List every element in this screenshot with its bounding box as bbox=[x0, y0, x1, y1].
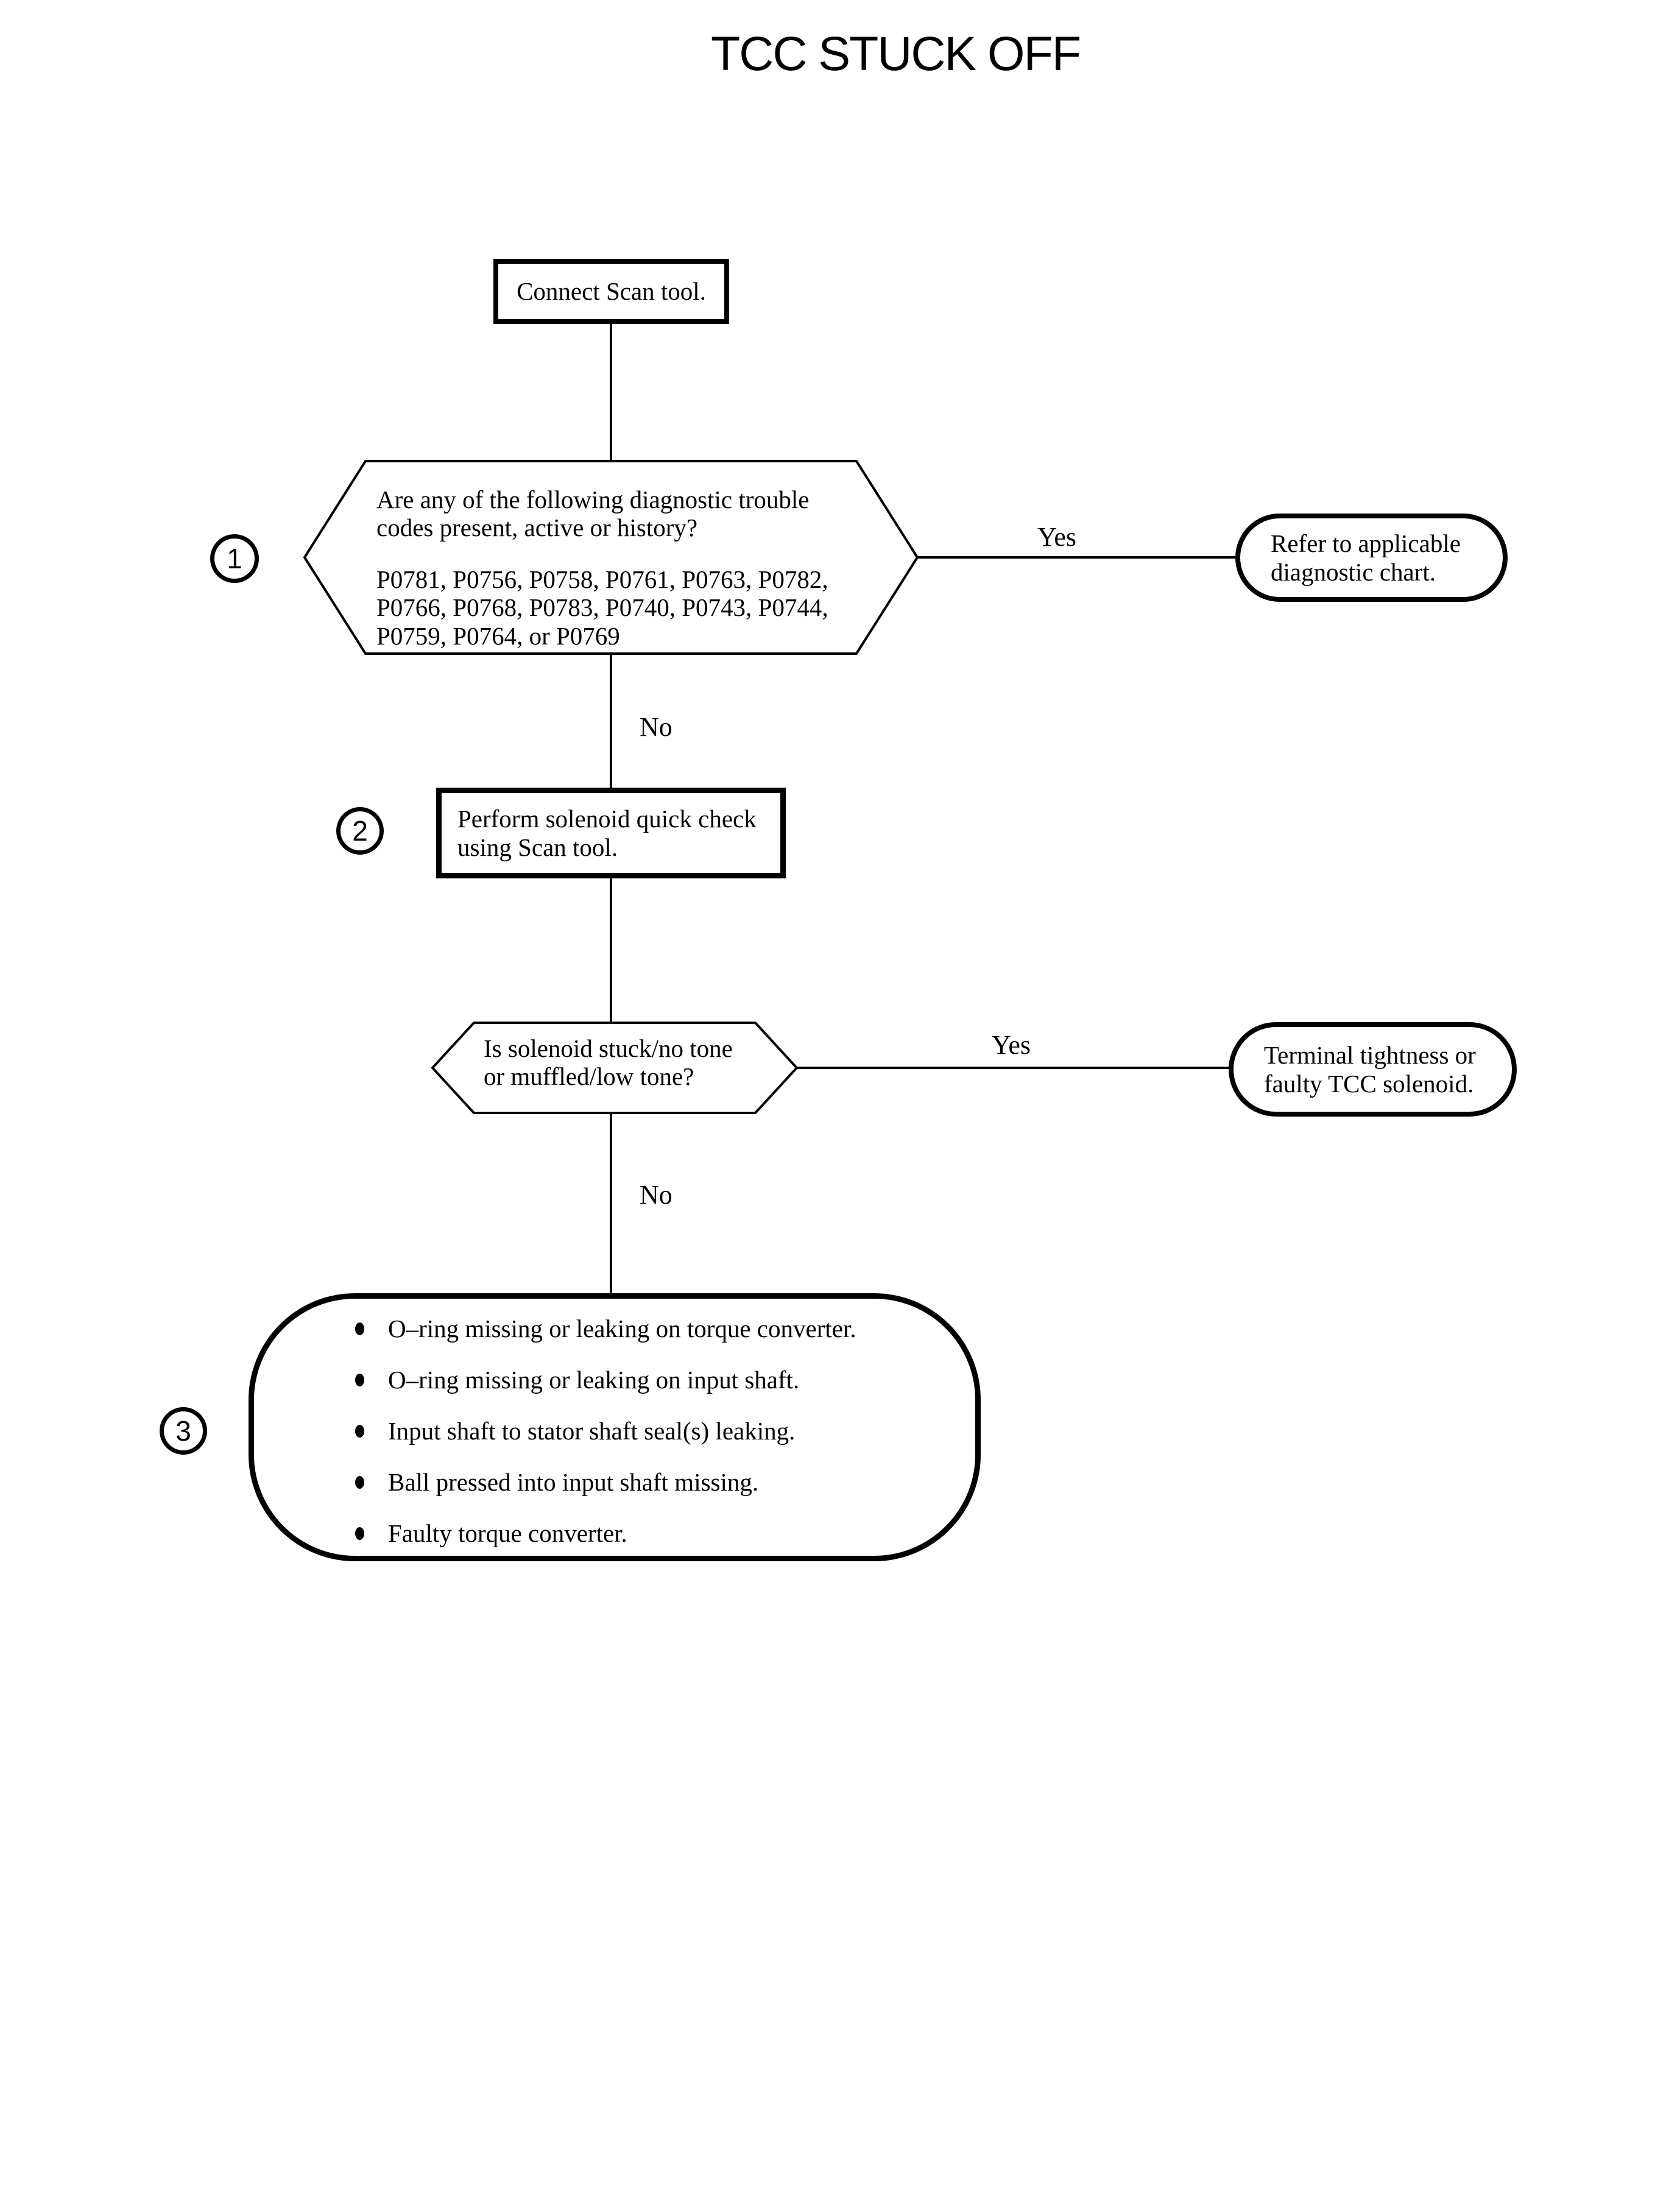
bullet-icon bbox=[355, 1475, 364, 1489]
decision1-yes-result-box: Refer to applicable diagnostic chart. bbox=[1235, 514, 1508, 602]
decision2-yes-result-box: Terminal tightness or faulty TCC solenoi… bbox=[1229, 1022, 1517, 1117]
decision1-no-label: No bbox=[640, 712, 672, 742]
action2-box: Perform solenoid quick check using Scan … bbox=[436, 788, 786, 878]
page-title: TCC STUCK OFF bbox=[711, 26, 1081, 80]
decision2-hexagon bbox=[431, 1022, 799, 1114]
cause-text: O–ring missing or leaking on input shaft… bbox=[388, 1366, 800, 1394]
decision1-yes-result-text: Refer to applicable diagnostic chart. bbox=[1271, 529, 1461, 586]
cause-text: Input shaft to stator shaft seal(s) leak… bbox=[388, 1417, 796, 1445]
action2-label: Perform solenoid quick check using Scan … bbox=[457, 805, 757, 861]
bullet-icon bbox=[355, 1424, 364, 1438]
step-3-marker: 3 bbox=[160, 1407, 207, 1455]
cause-text: Faulty torque converter. bbox=[388, 1519, 627, 1547]
decision2-no-label: No bbox=[640, 1180, 672, 1210]
step-1-number: 1 bbox=[227, 543, 242, 574]
cause-text: Ball pressed into input shaft missing. bbox=[388, 1468, 759, 1496]
decision1-question: Are any of the following diagnostic trou… bbox=[376, 485, 810, 542]
cause-row: O–ring missing or leaking on input shaft… bbox=[355, 1365, 963, 1394]
decision2-question: Is solenoid stuck/no tone or muffled/low… bbox=[484, 1034, 733, 1091]
step-2-marker: 2 bbox=[336, 807, 384, 855]
step-1-marker: 1 bbox=[210, 534, 259, 583]
step-3-number: 3 bbox=[175, 1415, 191, 1447]
decision1-trouble-codes: P0781, P0756, P0758, P0761, P0763, P0782… bbox=[376, 565, 828, 650]
cause-row: Ball pressed into input shaft missing. bbox=[355, 1467, 963, 1497]
cause-row: O–ring missing or leaking on torque conv… bbox=[355, 1314, 963, 1343]
decision2-yes-result-text: Terminal tightness or faulty TCC solenoi… bbox=[1264, 1041, 1476, 1098]
cause-text: O–ring missing or leaking on torque conv… bbox=[388, 1315, 856, 1343]
decision2-yes-label: Yes bbox=[992, 1030, 1031, 1060]
step-2-number: 2 bbox=[352, 815, 368, 847]
bullet-icon bbox=[355, 1322, 364, 1335]
start-box-label: Connect Scan tool. bbox=[517, 277, 706, 306]
bullet-icon bbox=[355, 1527, 364, 1540]
start-box: Connect Scan tool. bbox=[493, 259, 729, 324]
bullet-icon bbox=[355, 1373, 364, 1386]
cause-row: Faulty torque converter. bbox=[355, 1519, 963, 1548]
cause-row: Input shaft to stator shaft seal(s) leak… bbox=[355, 1416, 963, 1446]
decision1-yes-label: Yes bbox=[1037, 522, 1077, 552]
decision1-hexagon bbox=[303, 460, 919, 655]
possible-causes-box: O–ring missing or leaking on torque conv… bbox=[249, 1293, 981, 1561]
